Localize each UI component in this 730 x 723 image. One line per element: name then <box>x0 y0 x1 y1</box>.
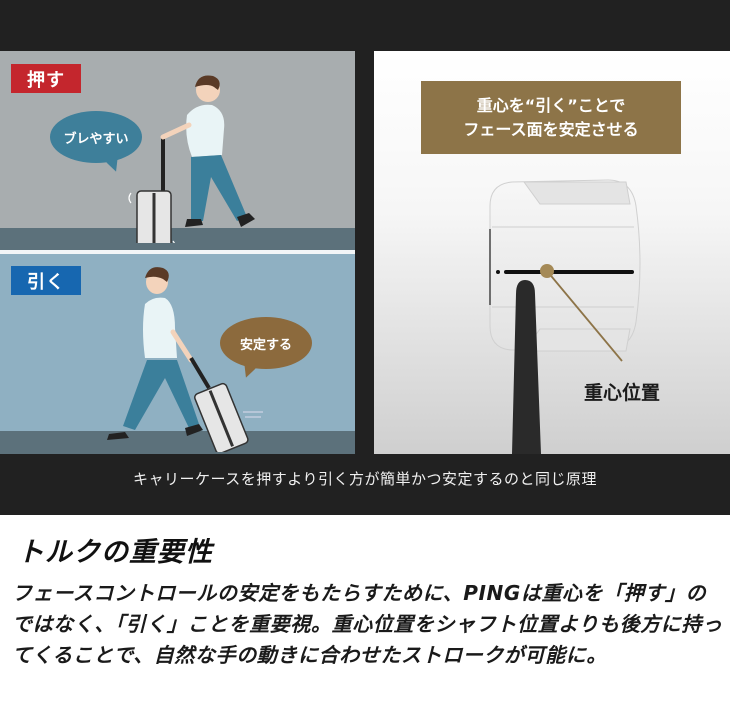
push-tag: 押す <box>11 64 81 93</box>
stable-speech-bubble: 安定する <box>220 317 312 380</box>
putter-head-illustration <box>489 179 641 454</box>
person-pulling-suitcase-illustration <box>107 267 263 452</box>
callout-line-1: 重心を“引く”ことで <box>476 95 626 115</box>
person-pushing-suitcase-illustration <box>128 75 255 243</box>
push-scene: 押す ブレやすい <box>0 51 355 250</box>
bubble-text: ブレやすい <box>63 131 129 147</box>
bubble-text: 安定する <box>239 337 292 353</box>
callout-line-2: フェース面を安定させる <box>463 119 639 139</box>
pull-tag: 引く <box>11 266 81 295</box>
illustration-banner: 押す ブレやすい <box>0 0 730 515</box>
scene-divider <box>0 250 355 254</box>
bubble-tail <box>106 158 122 174</box>
section-body: フェースコントロールの安定をもたらすために、PINGは重心を「押す」のではなく、… <box>12 581 723 667</box>
floor <box>0 431 355 454</box>
cog-callout-box: 重心を“引く”ことで フェース面を安定させる <box>421 81 681 154</box>
unstable-speech-bubble: ブレやすい <box>50 111 142 174</box>
banner-caption: キャリーケースを押すより引く方が簡単かつ安定するのと同じ原理 <box>133 470 597 488</box>
cog-position-label: 重心位置 <box>584 382 661 404</box>
pull-scene: 引く 安定する <box>0 254 355 454</box>
floor <box>0 228 355 250</box>
section-heading: トルクの重要性 <box>17 537 213 568</box>
putter-cog-panel: 重心を“引く”ことで フェース面を安定させる 重心位置 <box>374 51 730 454</box>
suitcase-comparison-panel: 押す ブレやすい <box>0 51 355 454</box>
